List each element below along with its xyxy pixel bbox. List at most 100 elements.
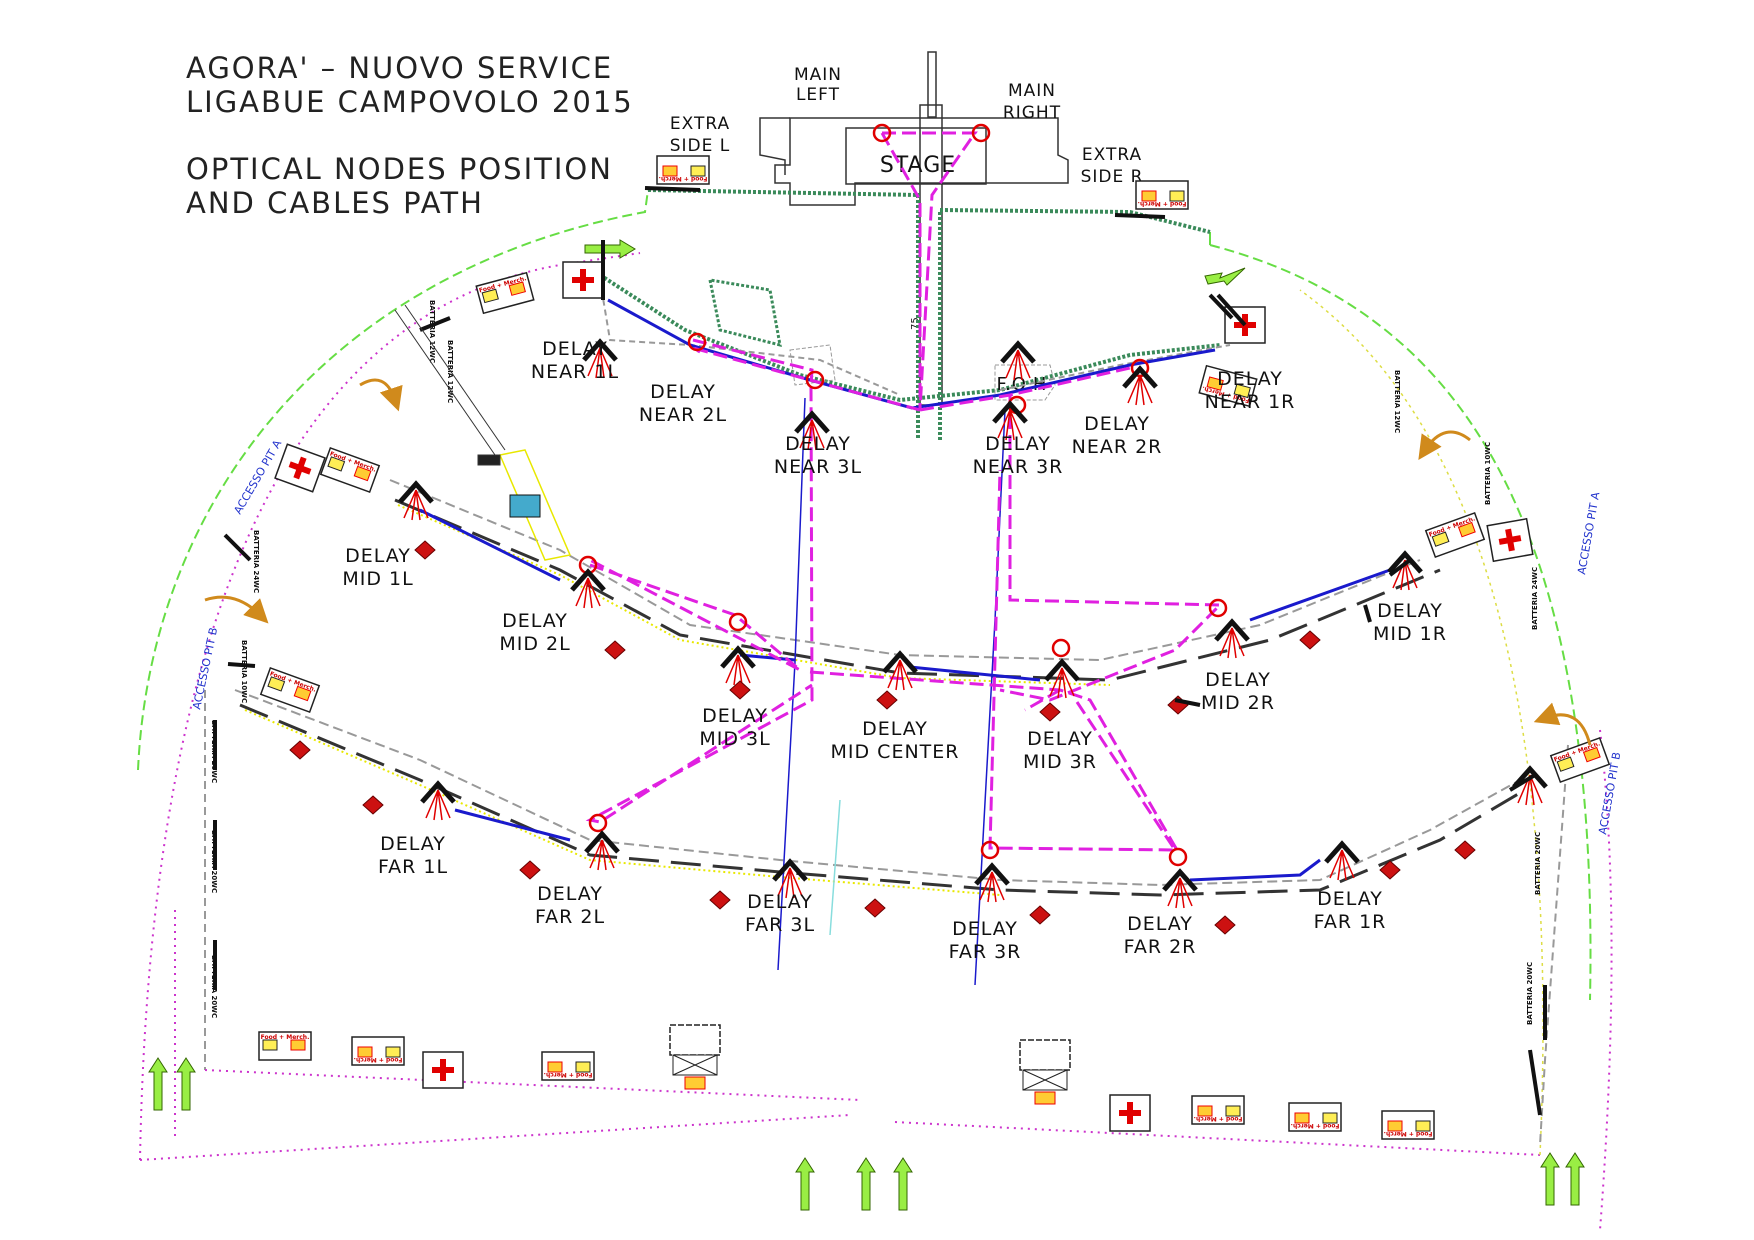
tower-rows [234,279,1526,897]
delay-marker [604,640,626,660]
delay-label-mid-2l: DELAY [502,610,568,632]
food-label: Food + Merch. [1384,1130,1433,1137]
delay-label-mid-1r: MID 1R [1373,623,1447,645]
delay-label-far-3l: DELAY [747,891,813,913]
delay-label-near-2r: NEAR 2R [1072,436,1163,458]
delay-label-far-2r: FAR 2R [1124,936,1197,958]
delay-marker [876,690,898,710]
delay-label-near-3r: NEAR 3R [973,456,1064,478]
first-aid-icon [1486,517,1534,563]
entrance-arrow-icon [148,1057,168,1111]
delay-marker [1039,702,1061,722]
food-stand: Food + Merch. [1549,736,1611,784]
generator-icon [669,1024,721,1090]
delay-label-near-2r: DELAY [1084,413,1150,435]
delay-label-mid-1l: DELAY [345,545,411,567]
barrier [1208,293,1234,320]
speaker-tower [992,400,1028,441]
speaker-tower [1162,868,1198,909]
delay-label-mid-3l: DELAY [702,705,768,727]
delay-label-mid-1l: MID 1L [342,568,413,590]
speaker-tower [1000,340,1036,381]
first-aid-icon [562,261,604,299]
first-aid-icon [274,443,326,493]
delay-label-far-1r: FAR 1R [1314,911,1387,933]
food-stand: Food + Merch. [475,271,535,315]
food-stand: Food + Merch. [258,1031,312,1061]
food-stand: Food + Merch. [259,666,321,714]
site-boundary [137,189,1613,1231]
entrance-arrow-icon [893,1157,913,1211]
delay-label-far-2l: DELAY [537,883,603,905]
delay-label-far-1r: DELAY [1317,888,1383,910]
delay-marker [1029,905,1051,925]
barrier [1388,558,1412,577]
generator-icon [1019,1039,1071,1105]
speaker-tower [570,568,606,609]
speaker-tower [882,650,918,691]
speaker-tower [398,480,434,521]
delay-marker [864,898,886,918]
title-line-3: OPTICAL NODES POSITION [186,152,613,186]
toilet-block-label: BATTERIA 12WC [446,340,454,403]
food-stand: Food + Merch. [1424,511,1486,559]
barrier [644,186,701,192]
delay-marker [362,795,384,815]
toilet-block-label: BATTERIA 12WC [428,300,436,363]
toilet-block-label: BATTERIA 20WC [1526,962,1534,1025]
delay-marker [1454,840,1476,860]
barrier [1363,604,1372,623]
entrance-arrow-icon [176,1057,196,1111]
title-line-1: AGORA' – NUOVO SERVICE [186,51,614,85]
food-label: Food + Merch. [1291,1122,1340,1129]
food-stand: Food + Merch. [351,1036,405,1066]
aux-line [829,799,841,936]
speaker-tower [1512,765,1548,806]
speaker-tower [720,645,756,686]
direction-arrow-icon [1204,267,1246,286]
delay-label-mid-1r: DELAY [1377,600,1443,622]
delay-label-far-2r: DELAY [1127,913,1193,935]
facilities: Food + Merch. Food + Merch. Food + Merch. F… [210,155,1611,1140]
toilet-block-label: BATTERIA 10WC [240,640,248,703]
delay-marker [1214,915,1236,935]
walkway [394,304,572,561]
optical-nodes [578,123,1228,867]
toilet-block-label: BATTERIA 24WC [1531,567,1539,630]
delay-marker [1379,860,1401,880]
food-stand: Food + Merch. [1381,1110,1435,1140]
speaker-tower [794,410,830,451]
title-line-4: AND CABLES PATH [186,186,484,220]
ramp-number: 75 [910,317,921,330]
barrier [1216,293,1247,327]
food-stand: Food + Merch. [541,1051,595,1081]
delay-marker [414,540,436,560]
delay-marker [1299,630,1321,650]
speaker-tower [1387,550,1423,591]
speaker-tower [420,780,456,821]
delay-label-far-3r: FAR 3R [949,941,1022,963]
delay-label-near-3r: DELAY [985,433,1051,455]
food-stand: Food + Merch. [1288,1102,1342,1132]
food-label: Food + Merch. [1194,1115,1243,1122]
barrier [223,533,252,562]
delay-label-mid-3r: MID 3R [1023,751,1097,773]
toilet-block-label: BATTERIA 12WC [1393,370,1401,433]
speaker-tower [582,338,618,379]
extra-left-label-2: SIDE L [670,136,731,156]
stage-label: STAGE [880,153,956,178]
food-stand: Food + Merch. [656,155,710,185]
entrance-arrow-icon [1540,1152,1560,1206]
delay-label-mid-3r: DELAY [1027,728,1093,750]
delay-label-mid-2r: DELAY [1205,669,1271,691]
entrance-arrow-icon [795,1157,815,1211]
delay-marker [709,890,731,910]
toilet-block-label: BATTERIA 24WC [252,530,260,593]
entrance-arrow-icon [1565,1152,1585,1206]
access-pit-b-left: ACCESSO PIT B [190,626,220,710]
main-right-label: MAIN [1008,81,1056,101]
delay-label-near-1l: NEAR 1L [531,361,619,383]
food-label: Food + Merch. [261,1034,310,1041]
